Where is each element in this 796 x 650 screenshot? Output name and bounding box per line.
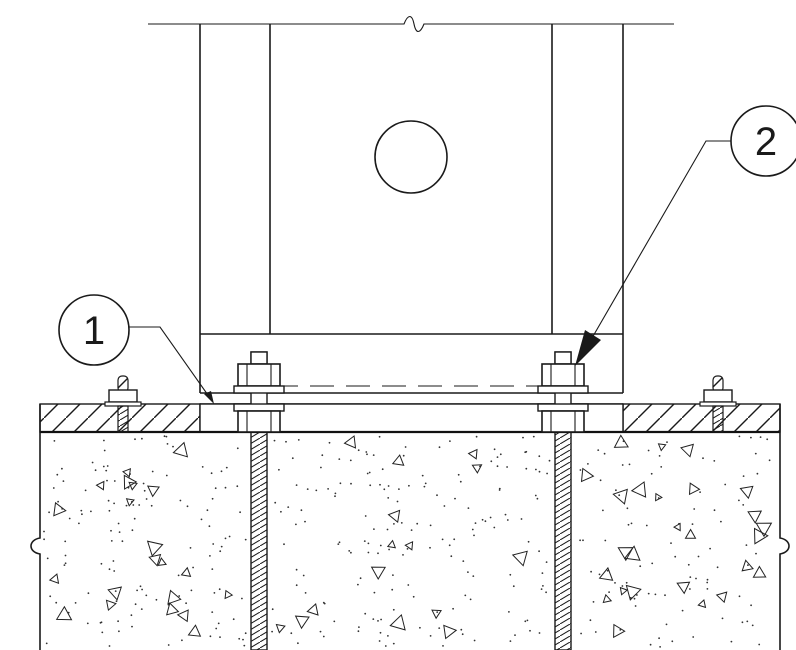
upper-nut — [541, 363, 585, 387]
callout-2-arrowhead — [575, 330, 601, 366]
anchor-bolt-left — [233, 351, 285, 650]
bolt-top-stub — [250, 351, 268, 365]
lower-washer — [537, 403, 589, 412]
lower-washer — [233, 403, 285, 412]
small-anchor-right — [699, 375, 737, 433]
callout-1-bubble — [58, 294, 130, 366]
bolt-top-stub — [554, 351, 572, 365]
lower-nut — [237, 410, 281, 433]
upper-nut — [237, 363, 281, 387]
top-break-line — [148, 15, 674, 33]
callout-1-label: 1 — [83, 309, 105, 353]
callout-1-arrowhead — [204, 391, 214, 404]
callout-2-leader — [591, 140, 731, 339]
small-anchor-left — [104, 375, 142, 433]
anchor-bolt-right — [537, 351, 589, 650]
lower-nut — [541, 410, 585, 433]
callout-1-leader — [129, 326, 211, 399]
concrete-speckles — [43, 434, 773, 648]
upper-washer — [537, 385, 589, 394]
grout-strip — [39, 403, 781, 433]
upper-washer — [233, 385, 285, 394]
steel-column — [148, 15, 674, 393]
concrete-foundation — [30, 404, 790, 650]
callout-2: 2 — [575, 105, 796, 366]
column-hole — [374, 120, 448, 194]
callout-2-label: 2 — [755, 120, 777, 164]
foundation-left-edge — [30, 404, 41, 650]
callout-1: 1 — [58, 294, 214, 404]
foundation-right-edge — [779, 404, 790, 650]
grout-right — [622, 403, 781, 433]
